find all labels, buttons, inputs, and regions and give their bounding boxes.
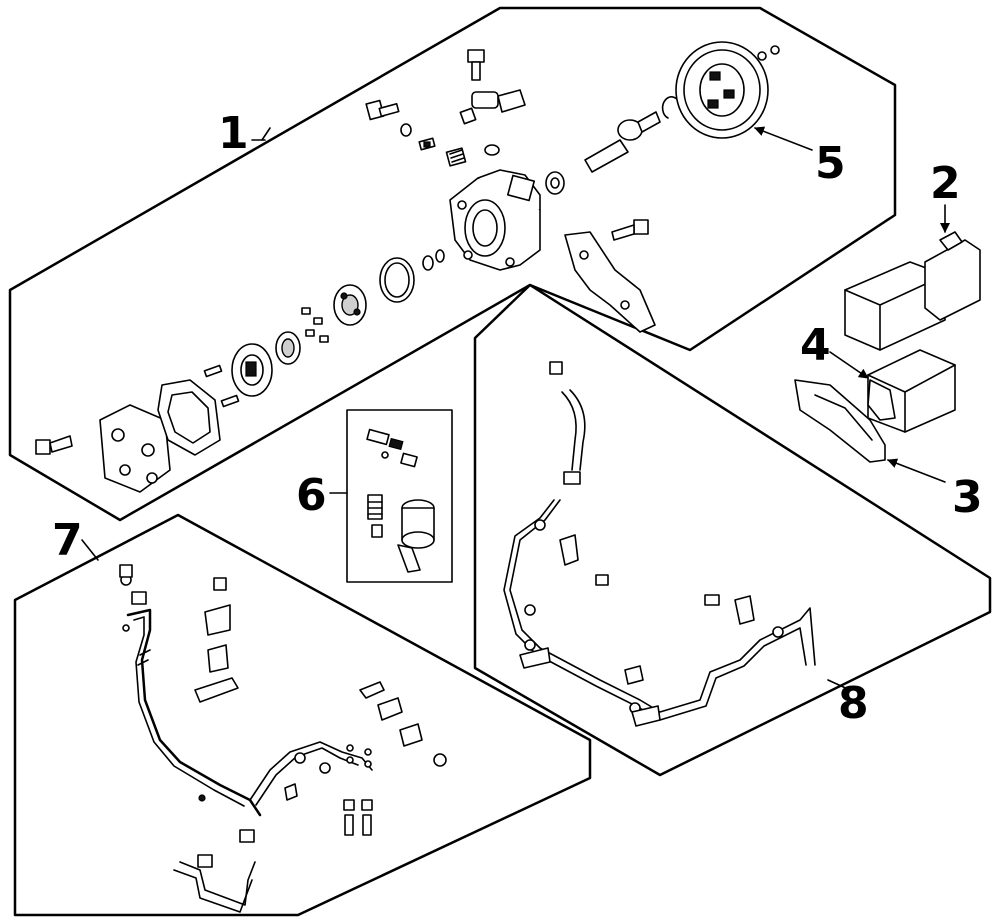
bolt-top bbox=[467, 49, 485, 81]
callout-5: 5 bbox=[815, 138, 846, 189]
washer bbox=[400, 123, 412, 137]
o-ring bbox=[384, 262, 410, 298]
heat-shield-upper bbox=[844, 231, 981, 351]
callout-8: 8 bbox=[838, 678, 869, 729]
pump-rear-cover bbox=[99, 404, 171, 493]
bracket-bolt bbox=[611, 219, 649, 241]
pressure-switch bbox=[459, 89, 526, 125]
drive-shaft bbox=[584, 111, 661, 173]
callout-1: 1 bbox=[218, 108, 249, 159]
seal bbox=[435, 249, 445, 263]
pressure-plate bbox=[333, 284, 367, 326]
pump-assembly-group bbox=[8, 6, 897, 522]
leader-line-7 bbox=[81, 539, 99, 561]
arrow-3 bbox=[887, 458, 946, 483]
return-tube bbox=[503, 499, 816, 721]
arrow-4 bbox=[829, 351, 869, 379]
callout-6: 6 bbox=[296, 470, 327, 521]
pump-assembly-outline bbox=[8, 6, 897, 522]
dowel-pin bbox=[220, 394, 240, 408]
arrow-5 bbox=[754, 126, 813, 151]
flow-valve bbox=[418, 137, 436, 151]
pressure-hose-group bbox=[13, 513, 592, 917]
switch-valve bbox=[366, 428, 418, 468]
callout-7: 7 bbox=[52, 515, 83, 566]
switch-body bbox=[397, 499, 435, 573]
valve-spring bbox=[445, 147, 467, 167]
return-lines-outline bbox=[473, 283, 992, 777]
callout-4: 4 bbox=[800, 320, 831, 371]
o-ring-small bbox=[484, 144, 500, 156]
lower-pipe bbox=[173, 794, 256, 913]
pump-body bbox=[449, 169, 541, 271]
hose-line bbox=[119, 564, 262, 817]
seal bbox=[422, 255, 434, 271]
gasket bbox=[157, 379, 221, 456]
tube-clamps bbox=[519, 534, 755, 727]
reservoir-hose bbox=[549, 361, 586, 485]
heat-shield-lower bbox=[867, 349, 956, 433]
union-bolt bbox=[365, 99, 400, 121]
return-lines-group bbox=[473, 283, 992, 777]
hose-clips bbox=[284, 681, 447, 801]
vanes bbox=[301, 307, 329, 343]
leader-line-8 bbox=[827, 679, 851, 691]
return-line bbox=[249, 741, 373, 836]
callout-numbers: 1 2 3 4 5 6 7 8 bbox=[52, 108, 983, 729]
leader-lines bbox=[81, 126, 950, 691]
rotor bbox=[275, 331, 301, 365]
dowel-pin bbox=[203, 364, 223, 378]
leader-line-1b bbox=[261, 127, 271, 141]
callout-2: 2 bbox=[930, 158, 961, 209]
shaft-washer-inner bbox=[550, 177, 560, 189]
switch-spring bbox=[367, 494, 383, 538]
cam-ring bbox=[231, 343, 273, 397]
switch-kit-group bbox=[346, 409, 453, 583]
pressure-hose-outline bbox=[13, 513, 592, 917]
hose-clamp bbox=[194, 577, 239, 703]
heat-shield-bracket bbox=[794, 379, 886, 463]
pulley bbox=[675, 41, 780, 139]
pump-bracket bbox=[564, 231, 656, 333]
switch-kit-outline bbox=[346, 409, 453, 583]
bolt bbox=[35, 435, 73, 455]
callout-3: 3 bbox=[952, 472, 983, 523]
